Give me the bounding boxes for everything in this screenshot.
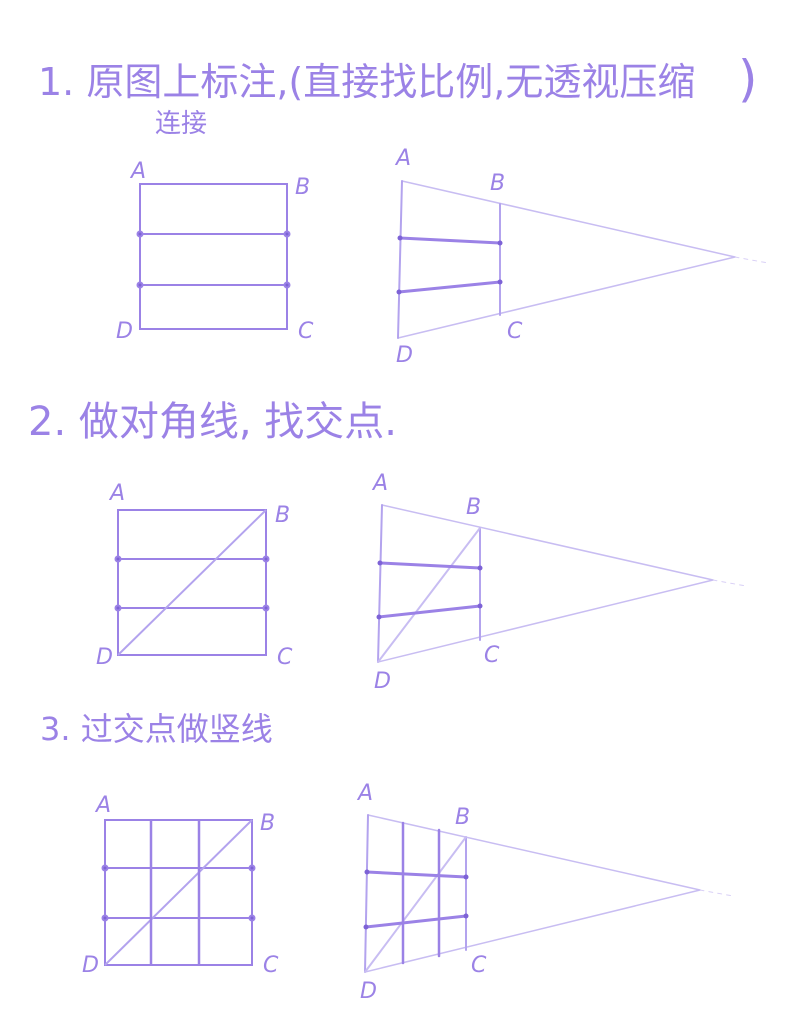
mark-point <box>477 603 483 609</box>
mark-point <box>283 281 291 289</box>
mark-point <box>397 235 403 241</box>
vanishing-line <box>367 814 701 891</box>
mark-point <box>101 864 109 872</box>
edge-ad <box>377 504 383 663</box>
diagonal-line <box>117 509 267 656</box>
mark-point <box>136 281 144 289</box>
mark-point <box>262 604 270 612</box>
mark-point <box>497 240 503 246</box>
edge-ad <box>364 814 369 973</box>
corner-label-d: D <box>360 979 377 1004</box>
mark-point <box>248 864 256 872</box>
step-2-square <box>114 509 270 656</box>
corner-label-a: A <box>129 159 146 184</box>
corner-label-d: D <box>116 319 133 344</box>
vanishing-tail <box>734 256 769 264</box>
division-line <box>365 870 468 879</box>
diagonal-line <box>364 836 467 973</box>
mark-point <box>262 555 270 563</box>
corner-label-a: A <box>371 471 388 496</box>
diagonal-line <box>104 819 253 966</box>
vanishing-line <box>397 256 736 339</box>
corner-label-c: C <box>298 319 314 344</box>
division-line <box>364 914 468 929</box>
vanishing-line <box>377 579 714 663</box>
vanishing-tail <box>712 579 747 587</box>
corner-label-c: C <box>277 645 293 670</box>
square-outline <box>104 819 253 966</box>
step-1-title: 1. 原图上标注,(直接找比例,无透视压缩 <box>38 60 695 104</box>
edge-ad <box>397 180 403 339</box>
mark-point <box>114 555 122 563</box>
corner-label-a: A <box>356 781 373 806</box>
corner-label-b: B <box>455 805 470 830</box>
step-1-subnote: 连接 <box>155 109 207 139</box>
mark-point <box>364 869 370 875</box>
step-1-perspective <box>396 180 769 339</box>
division-line <box>398 236 502 245</box>
corner-label-b: B <box>295 175 310 200</box>
mark-point <box>396 289 402 295</box>
mark-point <box>114 604 122 612</box>
mark-point <box>377 560 383 566</box>
step-2-perspective <box>376 504 747 663</box>
step-3-perspective <box>363 814 734 973</box>
mark-point <box>136 230 144 238</box>
corner-label-c: C <box>263 953 279 978</box>
corner-label-d: D <box>82 953 99 978</box>
vanishing-line <box>364 889 701 973</box>
corner-label-b: B <box>275 503 290 528</box>
division-line <box>377 604 482 619</box>
corner-label-b: B <box>260 811 275 836</box>
diagonal-line <box>377 527 481 663</box>
vanishing-tail <box>699 889 734 897</box>
corner-label-d: D <box>96 645 113 670</box>
corner-label-b: B <box>466 495 481 520</box>
square-outline <box>139 183 288 330</box>
mark-point <box>497 279 503 285</box>
mark-point <box>248 914 256 922</box>
square-outline <box>117 509 267 656</box>
mark-point <box>376 614 382 620</box>
corner-label-a: A <box>108 481 125 506</box>
vanishing-line <box>401 180 736 258</box>
corner-label-c: C <box>484 643 500 668</box>
division-line <box>397 280 502 294</box>
mark-point <box>101 914 109 922</box>
corner-label-a: A <box>94 793 111 818</box>
corner-label-c: C <box>507 319 523 344</box>
mark-point <box>463 874 469 880</box>
corner-label-a: A <box>394 146 411 171</box>
mark-point <box>477 565 483 571</box>
corner-label-c: C <box>471 953 487 978</box>
mark-point <box>283 230 291 238</box>
step-2-title: 2. 做对角线, 找交点. <box>28 399 397 445</box>
corner-label-d: D <box>396 343 413 368</box>
division-line <box>378 561 482 570</box>
step-3-title: 3. 过交点做竖线 <box>40 710 273 748</box>
step-3-square <box>101 819 256 966</box>
step-1-caption: 1. 原图上标注,(直接找比例,无透视压缩 ) 连接 <box>38 50 758 139</box>
corner-label-d: D <box>374 669 391 694</box>
step-1-close-paren: ) <box>738 50 758 108</box>
mark-point <box>463 913 469 919</box>
step-1-square <box>136 183 291 330</box>
mark-point <box>363 924 369 930</box>
step-2-caption: 2. 做对角线, 找交点. <box>28 399 397 445</box>
step-3-caption: 3. 过交点做竖线 <box>40 710 273 748</box>
vanishing-line <box>381 504 714 581</box>
corner-label-b: B <box>490 171 505 196</box>
